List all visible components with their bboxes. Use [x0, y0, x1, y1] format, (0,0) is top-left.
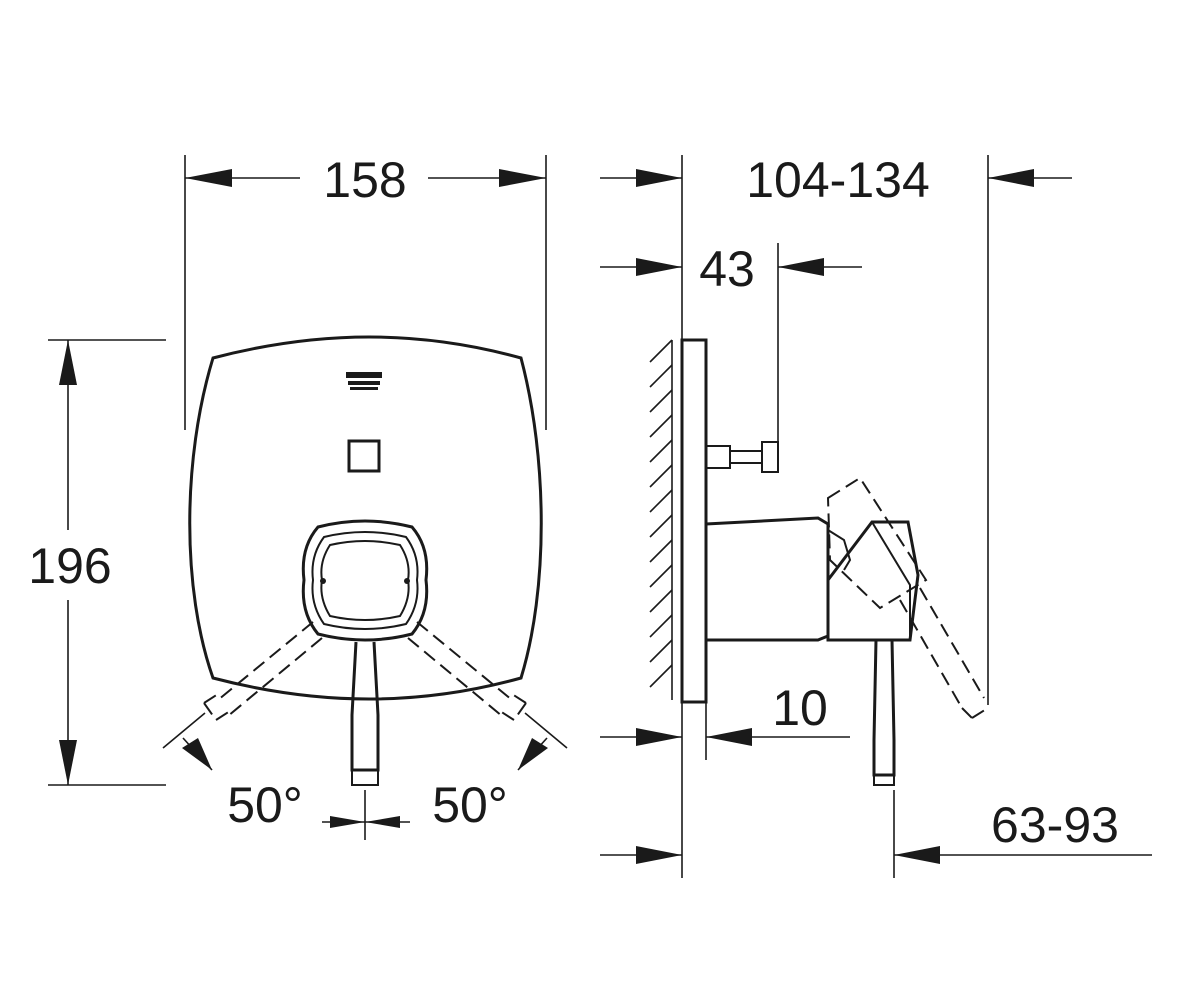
arrow-angle-right	[518, 738, 548, 770]
arrow-plate-right	[706, 728, 752, 746]
angle-ext-left	[162, 712, 206, 749]
handle-inner-1	[311, 531, 419, 630]
dim-handle-label: 63-93	[991, 797, 1119, 853]
angle-left-label: 50°	[227, 777, 303, 833]
cover-plate-side	[680, 338, 708, 704]
dim-plate-label: 10	[772, 680, 828, 736]
screw-left-icon	[320, 578, 326, 584]
arrow-angle-left	[182, 738, 212, 770]
arrow-handle-left	[636, 846, 682, 864]
arrow-width-right	[499, 169, 546, 187]
handle-outer	[301, 519, 429, 642]
cover-plate	[188, 335, 543, 701]
angle-ext-right	[524, 712, 568, 749]
screw-right-icon	[404, 578, 410, 584]
spindle-body	[705, 445, 731, 469]
arrow-height-top	[59, 340, 77, 385]
lever-right-position	[407, 621, 527, 721]
lever-side	[826, 520, 920, 642]
arrow-center-right	[365, 816, 400, 828]
valve-neck	[827, 529, 852, 571]
arrow-plate-left	[636, 728, 682, 746]
lever-side-handle	[872, 639, 896, 777]
arrow-spindle-right	[778, 258, 824, 276]
arrow-depth-left	[636, 169, 682, 187]
lever-side-tip	[873, 775, 895, 786]
handle-inner-2	[320, 540, 410, 621]
arrow-width-left	[185, 169, 232, 187]
front-view: 158 196	[28, 152, 568, 840]
lever	[350, 641, 380, 772]
wall-hatching	[649, 339, 673, 700]
spindle-cap	[761, 441, 779, 473]
arrow-depth-right	[988, 169, 1034, 187]
dim-depth-label: 104-134	[746, 152, 930, 208]
brand-logo-icon	[346, 372, 382, 390]
valve-body	[705, 516, 830, 642]
dim-width-label: 158	[323, 152, 406, 208]
arrow-handle-right	[894, 846, 940, 864]
lever-raised-position	[826, 476, 989, 719]
arrow-center-left	[330, 816, 365, 828]
arrow-spindle-left	[636, 258, 682, 276]
diverter-button	[347, 439, 381, 473]
side-view: 104-134 43	[600, 152, 1152, 878]
dim-height-label: 196	[28, 538, 111, 594]
arrow-height-bottom	[59, 740, 77, 785]
lever-side-edge	[871, 521, 911, 640]
angle-right-label: 50°	[432, 777, 508, 833]
dim-spindle-label: 43	[699, 241, 755, 297]
lever-end	[351, 770, 379, 786]
lever-left-position	[203, 621, 323, 721]
